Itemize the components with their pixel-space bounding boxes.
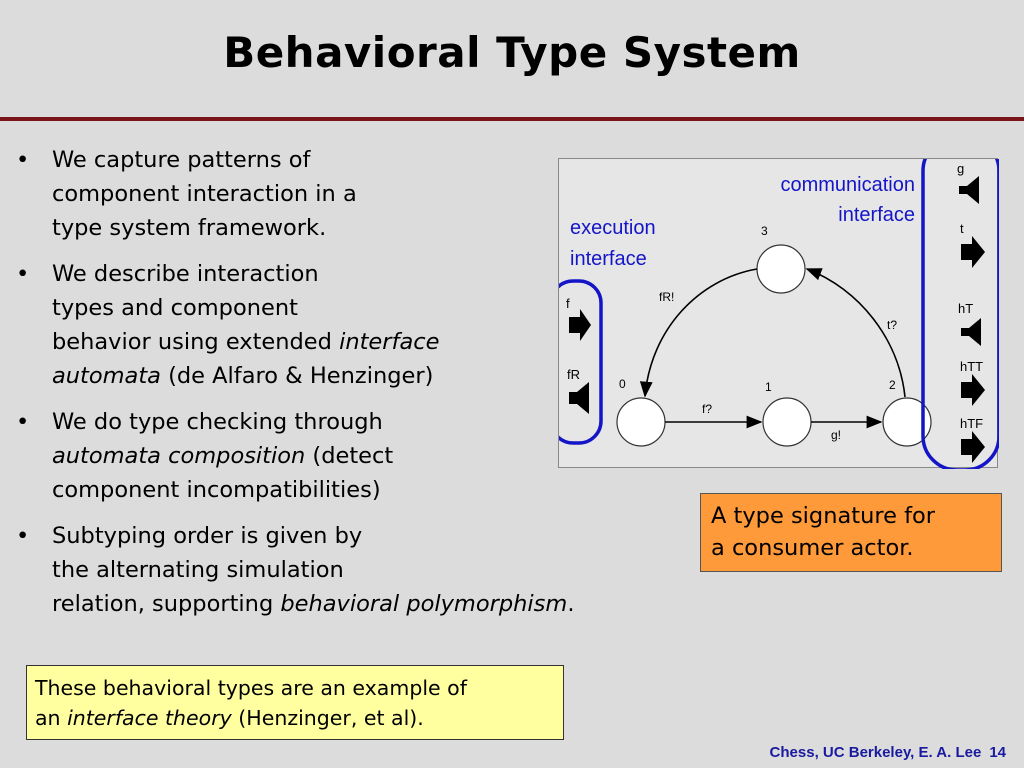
communication-label-line2: interface [838, 204, 915, 226]
interface-theory-callout: These behavioral types are an example of… [26, 665, 564, 740]
state-0-label: 0 [619, 377, 626, 391]
bullet-text: component incompatibilities) [52, 477, 381, 503]
output-port-hTF-arrow-icon [961, 431, 985, 463]
output-port-g-label: g [957, 161, 964, 176]
bullet-text: relation, supporting [52, 591, 281, 617]
interface-theory-line2: an interface theory (Henzinger, et al). [35, 703, 563, 733]
bullet-line: We describe interaction [52, 257, 654, 291]
output-port-t-arrow-icon [961, 236, 985, 268]
execution-label-line2: interface [570, 248, 647, 270]
input-port-fR-speaker-icon [569, 382, 589, 414]
bullet-line: component interaction in a [52, 177, 654, 211]
bullet-emphasis: interface [339, 329, 440, 355]
title-rule [0, 117, 1024, 121]
transition-label-fR: fR! [659, 290, 674, 304]
bullet-marker: • [16, 409, 30, 435]
bullet-emphasis: automata composition [52, 443, 306, 469]
bullet-text: We do type checking through [52, 409, 383, 435]
transition-2-to-3 [805, 268, 906, 398]
transition-label-f: f? [702, 402, 712, 416]
bullet-item: • Subtyping order is given by the alternat… [14, 519, 654, 621]
execution-label-line1: execution [570, 217, 656, 239]
bullet-line: the alternating simulation [52, 553, 654, 587]
footer-author: Chess, UC Berkeley, E. A. Lee [769, 744, 982, 761]
execution-interface-highlight [559, 279, 603, 445]
state-2-circle [882, 397, 932, 447]
bullet-text: component interaction in a [52, 181, 357, 207]
transition-3-to-0 [639, 268, 758, 398]
bullet-line: We capture patterns of [52, 143, 654, 177]
output-port-hT-label: hT [958, 301, 973, 316]
input-port-fR-label: fR [567, 367, 580, 382]
bullet-marker: • [16, 523, 30, 549]
automaton-svg: communication interface execution interf… [559, 159, 999, 469]
input-port-f-label: f [566, 296, 570, 311]
bullet-item: • We describe interaction types and compon… [14, 257, 654, 393]
bullet-text: We capture patterns of [52, 147, 311, 173]
bullet-item: • We do type checking through automata com… [14, 405, 654, 507]
output-port-hTT-arrow-icon [961, 374, 985, 406]
input-port-f-arrow-icon [569, 309, 591, 341]
bullet-text: behavior using extended [52, 329, 340, 355]
bullet-text: (de Alfaro & Henzinger) [160, 363, 434, 389]
bullet-text: the alternating simulation [52, 557, 344, 583]
bullet-line: Subtyping order is given by [52, 519, 654, 553]
bullet-line: We do type checking through [52, 405, 654, 439]
bullet-marker: • [16, 147, 30, 173]
bullet-line: automata (de Alfaro & Henzinger) [52, 359, 654, 393]
state-3-label: 3 [761, 224, 768, 238]
output-port-hTT-label: hTT [960, 359, 983, 374]
output-port-hTF-label: hTF [960, 416, 983, 431]
type-signature-callout: A type signature for a consumer actor. [700, 493, 1002, 572]
transition-label-g: g! [831, 428, 841, 442]
state-0-circle [616, 397, 666, 447]
bullet-item: • We capture patterns of component interac… [14, 143, 654, 245]
interface-theory-line1: These behavioral types are an example of [35, 676, 467, 700]
type-signature-line1: A type signature for [711, 503, 936, 529]
output-port-g-speaker-icon [959, 176, 979, 204]
bullet-text: . [567, 591, 575, 617]
bullet-marker: • [16, 261, 30, 287]
bullet-line: automata composition (detect [52, 439, 654, 473]
interface-theory-line2-post: (Henzinger, et al). [231, 706, 424, 730]
slide-title: Behavioral Type System [223, 28, 801, 77]
bullet-text: We describe interaction [52, 261, 319, 287]
bullet-emphasis: behavioral polymorphism [280, 591, 568, 617]
bullet-text: Subtyping order is given by [52, 523, 363, 549]
output-port-hT-speaker-icon [961, 318, 981, 346]
bullet-line: type system framework. [52, 211, 654, 245]
output-port-t-label: t [960, 221, 964, 236]
bullet-line: types and component [52, 291, 654, 325]
bullet-line: component incompatibilities) [52, 473, 654, 507]
interface-theory-line2-pre: an [35, 706, 68, 730]
bullet-line: relation, supporting behavioral polymorp… [52, 587, 654, 621]
communication-interface-highlight [921, 159, 999, 469]
slide-footer: Chess, UC Berkeley, E. A. Lee 14 [770, 744, 1006, 761]
type-signature-line2: a consumer actor. [711, 535, 914, 561]
bullet-text: type system framework. [52, 215, 327, 241]
bullet-list: • We capture patterns of component interac… [14, 143, 654, 633]
state-3-circle [756, 244, 806, 294]
page-number: 14 [989, 744, 1006, 761]
interface-theory-term: interface theory [67, 706, 232, 730]
bullet-text: (detect [305, 443, 394, 469]
bullet-emphasis: automata [52, 363, 161, 389]
bullet-line: behavior using extended interface [52, 325, 654, 359]
transition-label-t: t? [887, 318, 897, 332]
state-1-label: 1 [765, 380, 772, 394]
state-1-circle [762, 397, 812, 447]
bullet-text: types and component [52, 295, 298, 321]
interface-automaton-diagram: communication interface execution interf… [558, 158, 999, 469]
communication-label-line1: communication [780, 174, 915, 196]
state-2-label: 2 [889, 378, 896, 392]
